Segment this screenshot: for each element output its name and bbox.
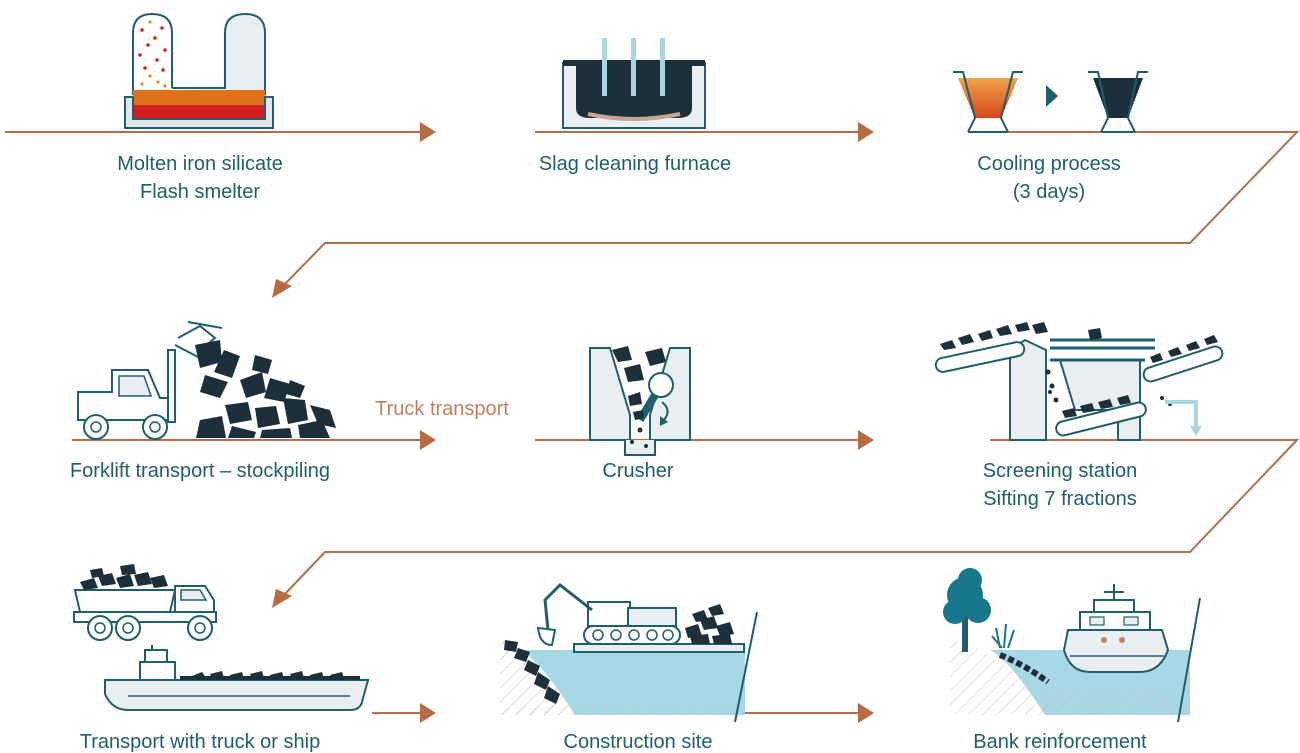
forklift-icon: [77, 321, 223, 440]
grass-icon: [991, 623, 1015, 649]
flow-arrow-8: [858, 703, 874, 723]
caption-cooling-line-1: Cooling process: [977, 153, 1120, 175]
caption-bank-reinforcement: Bank reinforcement: [973, 731, 1147, 753]
flow-arrow-3: [272, 279, 292, 298]
connector-label-truck-transport: Truck transport: [375, 398, 509, 420]
caption-screening-line-2: Sifting 7 fractions: [983, 488, 1136, 510]
crusher-icon: [589, 346, 691, 456]
barge-icon: [104, 645, 370, 711]
caption-construction-site: Construction site: [564, 731, 713, 753]
screening-station-icon: [934, 322, 1224, 441]
flow-lines: [5, 122, 1300, 723]
flow-arrow-4: [420, 430, 436, 450]
caption-smelter-line-1: Molten iron silicate: [117, 153, 283, 175]
flash-smelter-icon: [124, 12, 274, 129]
flow-arrow-2: [858, 122, 874, 142]
flow-arrow-6: [272, 589, 292, 608]
flow-zigzag-1: [282, 131, 1300, 287]
caption-crusher: Crusher: [602, 460, 673, 482]
excavator-icon: [500, 583, 758, 723]
stockpile-icon: [195, 340, 336, 438]
flow-zigzag-2: [282, 439, 1300, 597]
caption-screening-line-1: Screening station: [983, 460, 1138, 482]
flow-arrow-1: [420, 122, 436, 142]
flow-arrow-7: [420, 703, 436, 723]
dump-truck-icon: [73, 564, 217, 641]
captions: Molten iron silicate Flash smelter Slag …: [70, 153, 1147, 753]
caption-forklift: Forklift transport – stockpiling: [70, 460, 330, 482]
caption-smelter-line-2: Flash smelter: [140, 181, 260, 203]
flow-arrow-5: [858, 430, 874, 450]
slag-furnace-icon: [562, 38, 706, 129]
cooling-pots-icon: [953, 71, 1148, 133]
caption-slag-furnace: Slag cleaning furnace: [539, 153, 731, 175]
caption-cooling-line-2: (3 days): [1013, 181, 1085, 203]
riverbank-icon: [943, 568, 1201, 723]
caption-transport: Transport with truck or ship: [80, 731, 320, 753]
tree-icon: [943, 568, 991, 652]
